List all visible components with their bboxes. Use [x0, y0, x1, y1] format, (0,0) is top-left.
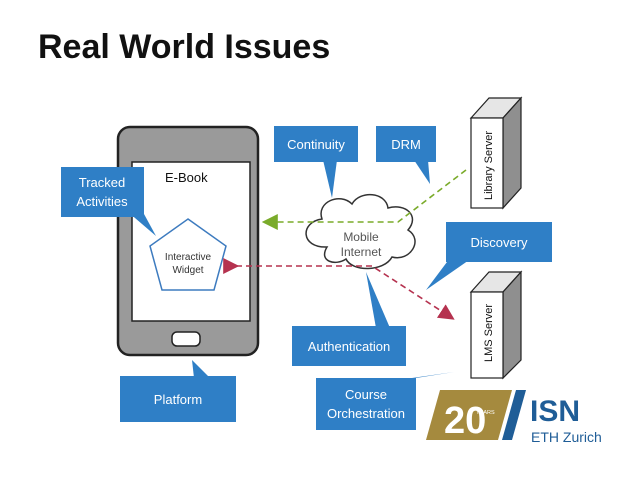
lms-server-label: LMS Server — [483, 304, 495, 362]
widget-label-line2: Widget — [172, 265, 203, 276]
logo-years-number: 20 — [444, 400, 486, 442]
platform-callout: Platform — [120, 360, 236, 422]
logo-org: ISN — [530, 395, 580, 428]
cloud-label-line1: Mobile — [343, 230, 379, 244]
discovery-label: Discovery — [470, 235, 528, 250]
logo-gold-parallelogram — [426, 390, 512, 440]
slide-title: Real World Issues — [38, 28, 331, 66]
isn-logo: 20 YEARS ISN ETH Zurich — [426, 390, 602, 445]
cloud-label-line2: Internet — [341, 245, 382, 259]
library-to-device-link — [261, 169, 467, 230]
logo-institution: ETH Zurich — [531, 429, 602, 445]
tracked-activities-callout: Tracked Activities — [61, 167, 156, 236]
authentication-callout: Authentication — [292, 272, 406, 366]
discovery-callout: Discovery — [426, 222, 552, 290]
course-label-line1: Course — [345, 387, 387, 402]
logo-years-word: YEARS — [476, 410, 495, 416]
continuity-callout: Continuity — [274, 126, 358, 198]
lms-server: LMS Server — [469, 270, 523, 380]
home-button — [171, 331, 201, 347]
device-to-lms-link — [223, 258, 455, 320]
library-server: Library Server — [469, 96, 523, 210]
course-orchestration-callout: Course Orchestration — [316, 372, 454, 430]
continuity-label: Continuity — [287, 137, 345, 152]
course-label-line2: Orchestration — [327, 406, 405, 421]
tracked-label-line2: Activities — [76, 194, 128, 209]
ebook-label: E-Book — [165, 170, 208, 185]
authentication-label: Authentication — [308, 339, 390, 354]
library-server-label: Library Server — [483, 131, 495, 200]
widget-pentagon — [149, 218, 227, 291]
drm-label: DRM — [391, 137, 421, 152]
platform-label: Platform — [154, 392, 202, 407]
tracked-label-line1: Tracked — [79, 175, 125, 190]
mobile-internet-cloud: Mobile Internet — [305, 194, 416, 270]
widget-label-line1: Interactive — [165, 252, 212, 263]
drm-callout: DRM — [376, 126, 436, 184]
logo-blue-stripe — [502, 390, 526, 440]
mobile-device: E-Book Interactive Widget — [116, 125, 260, 357]
